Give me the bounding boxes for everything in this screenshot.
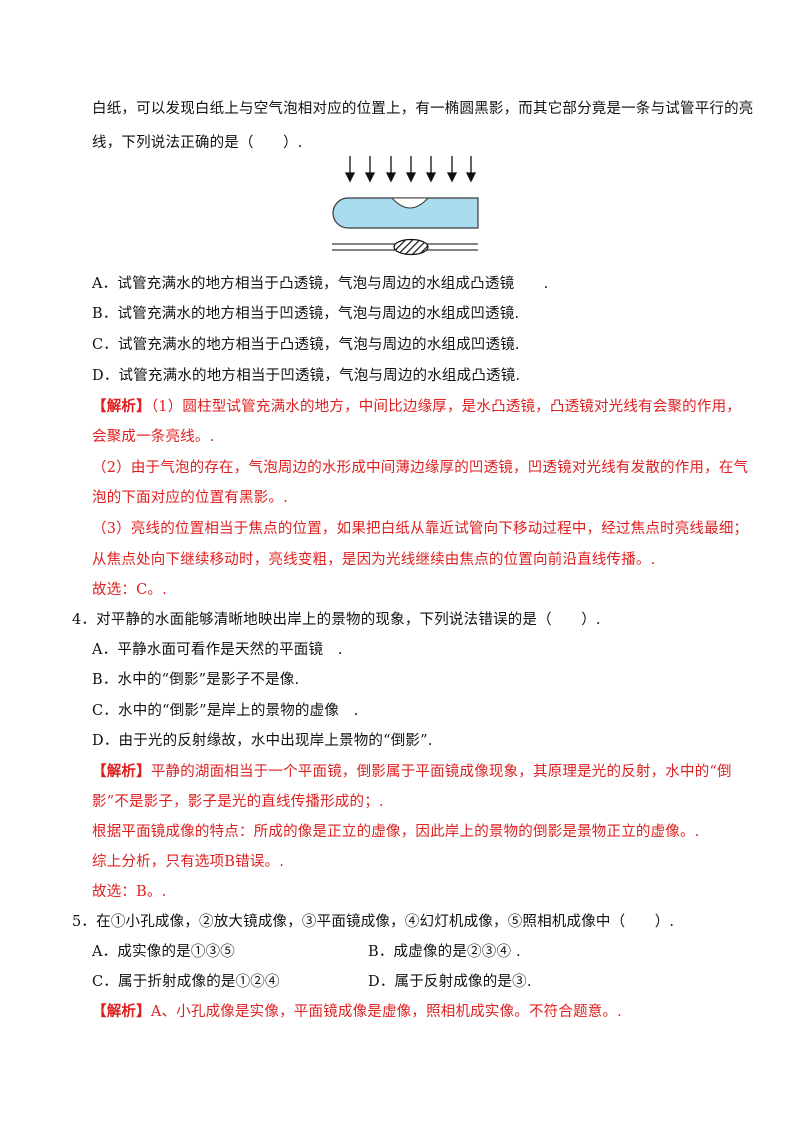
- q3-analysis-tag: 【解析】: [92, 398, 151, 415]
- q4-option-c: C．水中的“倒影”是岸上的景物的虚像 .: [92, 703, 359, 719]
- test-tube: [332, 197, 479, 229]
- q5-option-b: B．成虚像的是②③④ .: [368, 944, 521, 960]
- q4-option-d: D．由于光的反射缘故，水中出现岸上景物的“倒影”.: [92, 733, 433, 749]
- q3-analysis-line6: 从焦点处向下继续移动时，亮线变粗，是因为光线继续由焦点的位置向前沿直线传播。.: [92, 552, 656, 568]
- q3-analysis-line1: 【解析】（1）圆柱型试管充满水的地方，中间比边缘厚，是水凸透镜，凸透镜对光线有会…: [92, 398, 741, 415]
- q3-stem-line1: 白纸，可以发现白纸上与空气泡相对应的位置上，有一椭圆黑影，而其它部分竟是一条与试…: [92, 101, 754, 117]
- q3-option-c: C．试管充满水的地方相当于凸透镜，气泡与周边的水组成凹透镜.: [92, 337, 520, 353]
- q4-analysis-line1: 【解析】平静的湖面相当于一个平面镜，倒影属于平面镜成像现象，其原理是光的反射，水…: [92, 763, 732, 780]
- q4-option-b: B．水中的“倒影”是影子不是像.: [92, 672, 300, 688]
- q3-option-b: B．试管充满水的地方相当于凹透镜，气泡与周边的水组成凹透镜.: [92, 306, 520, 322]
- q4-analysis-line3: 根据平面镜成像的特点：所成的像是正立的虚像，因此岸上的景物的倒影是景物正立的虚像…: [92, 824, 700, 840]
- q3-analysis-line4: 泡的下面对应的位置有黑影。.: [92, 490, 288, 506]
- q3-answer: 故选：C。.: [92, 582, 167, 598]
- q5-option-a: A．成实像的是①③⑤: [92, 944, 235, 960]
- test-tube-figure: [332, 156, 479, 256]
- q5-option-c: C．属于折射成像的是①②④: [92, 974, 280, 990]
- q4-answer: 故选：B。.: [92, 884, 167, 900]
- light-ray-arrows: [344, 156, 477, 183]
- q5-stem: 5．在①小孔成像，②放大镜成像，③平面镜成像，④幻灯机成像，⑤照相机成像中（ ）…: [72, 914, 675, 930]
- q3-option-d: D．试管充满水的地方相当于凹透镜，气泡与周边的水组成凸透镜.: [92, 368, 521, 384]
- q4-analysis-tag: 【解析】: [92, 763, 151, 780]
- q5-option-d: D．属于反射成像的是③.: [368, 974, 532, 990]
- q3-analysis-line3: （2）由于气泡的存在，气泡周边的水形成中间薄边缘厚的凹透镜，凹透镜对光线有发散的…: [92, 460, 749, 476]
- q4-analysis-line2: 影”不是影子，影子是光的直线传播形成的；.: [92, 794, 384, 810]
- q3-analysis-line5: （3）亮线的位置相当于焦点的位置，如果把白纸从靠近试管向下移动过程中，经过焦点时…: [92, 521, 749, 537]
- q3-stem-line2: 线，下列说法正确的是（ ）.: [92, 135, 303, 151]
- q5-analysis-line1: 【解析】A、小孔成像是实像，平面镜成像是虚像，照相机成实像。不符合题意。.: [92, 1003, 622, 1020]
- q4-option-a: A．平静水面可看作是天然的平面镜 .: [92, 642, 343, 658]
- q3-option-a: A．试管充满水的地方相当于凸透镜，气泡与周边的水组成凸透镜 .: [92, 276, 549, 292]
- q4-analysis-line4: 综上分析，只有选项B错误。.: [92, 854, 285, 870]
- q3-analysis-line2: 会聚成一条亮线。.: [92, 429, 215, 445]
- air-bubble: [390, 197, 430, 209]
- q5-analysis-tag: 【解析】: [92, 1003, 151, 1020]
- q4-stem: 4．对平静的水面能够清晰地映出岸上的景物的现象，下列说法错误的是（ ）.: [72, 612, 601, 628]
- elliptical-shadow: [393, 238, 429, 256]
